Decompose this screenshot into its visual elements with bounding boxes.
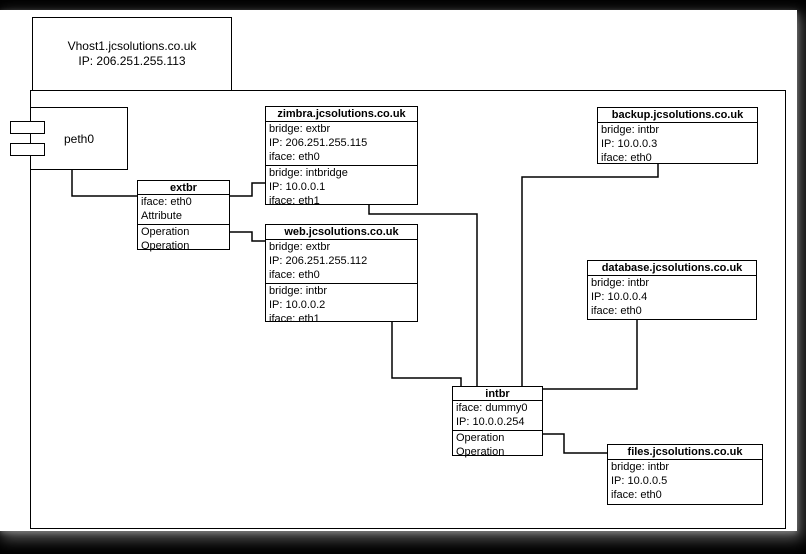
host-label-box: Vhost1.jcsolutions.co.uk IP: 206.251.255… bbox=[32, 17, 232, 91]
extbr-title: extbr bbox=[138, 181, 229, 195]
component-port-icon bbox=[10, 121, 45, 134]
database-title: database.jcsolutions.co.uk bbox=[588, 261, 756, 276]
node-backup: backup.jcsolutions.co.uk bridge: intbr I… bbox=[597, 107, 758, 164]
database-iface: iface: eth0 bbox=[591, 305, 642, 317]
intbr-operation: Operation bbox=[456, 446, 505, 458]
database-bridge: bridge: intbr bbox=[591, 277, 650, 289]
files-iface: iface: eth0 bbox=[611, 489, 662, 501]
intbr-operation: Operation bbox=[456, 432, 505, 444]
node-files: files.jcsolutions.co.uk bridge: intbr IP… bbox=[607, 444, 763, 505]
node-extbr: extbr iface: eth0 Attribute Operation Op… bbox=[137, 180, 230, 252]
node-web: web.jcsolutions.co.uk bridge: extbr IP: … bbox=[265, 224, 418, 325]
zimbra-nic2-bridge: bridge: intbridge bbox=[269, 167, 348, 179]
intbr-title: intbr bbox=[453, 387, 542, 401]
web-nic2-bridge: bridge: intbr bbox=[269, 285, 328, 297]
files-bridge: bridge: intbr bbox=[611, 461, 670, 473]
host-ip: IP: 206.251.255.113 bbox=[78, 54, 186, 68]
intbr-attribute: iface: dummy0 bbox=[456, 402, 528, 414]
files-ip: IP: 10.0.0.5 bbox=[611, 475, 668, 487]
extbr-operation: Operation bbox=[141, 240, 190, 252]
web-nic1-bridge: bridge: extbr bbox=[269, 241, 331, 253]
database-ip: IP: 10.0.0.4 bbox=[591, 291, 648, 303]
intbr-attribute: IP: 10.0.0.254 bbox=[456, 416, 525, 428]
zimbra-nic1-iface: iface: eth0 bbox=[269, 151, 320, 163]
zimbra-nic1-bridge: bridge: extbr bbox=[269, 123, 331, 135]
zimbra-nic1-ip: IP: 206.251.255.115 bbox=[269, 137, 368, 149]
zimbra-nic2-iface: iface: eth1 bbox=[269, 195, 320, 207]
web-title: web.jcsolutions.co.uk bbox=[266, 225, 417, 240]
files-title: files.jcsolutions.co.uk bbox=[608, 445, 762, 460]
extbr-attribute: Attribute bbox=[141, 210, 182, 222]
component-port-icon bbox=[10, 143, 45, 156]
diagram-canvas: Vhost1.jcsolutions.co.uk IP: 206.251.255… bbox=[0, 10, 797, 531]
backup-title: backup.jcsolutions.co.uk bbox=[598, 108, 757, 123]
zimbra-nic2-ip: IP: 10.0.0.1 bbox=[269, 181, 326, 193]
extbr-operation: Operation bbox=[141, 226, 190, 238]
node-intbr: intbr iface: dummy0 IP: 10.0.0.254 Opera… bbox=[452, 386, 543, 458]
backup-bridge: bridge: intbr bbox=[601, 124, 660, 136]
backup-iface: iface: eth0 bbox=[601, 152, 652, 164]
extbr-attribute: iface: eth0 bbox=[141, 196, 192, 208]
node-database: database.jcsolutions.co.uk bridge: intbr… bbox=[587, 260, 757, 320]
web-nic1-iface: iface: eth0 bbox=[269, 269, 320, 281]
node-peth0: peth0 bbox=[30, 107, 128, 170]
node-zimbra: zimbra.jcsolutions.co.uk bridge: extbr I… bbox=[265, 106, 418, 207]
web-nic2-iface: iface: eth1 bbox=[269, 313, 320, 325]
backup-ip: IP: 10.0.0.3 bbox=[601, 138, 658, 150]
host-title: Vhost1.jcsolutions.co.uk bbox=[67, 39, 197, 53]
zimbra-title: zimbra.jcsolutions.co.uk bbox=[266, 107, 417, 122]
web-nic2-ip: IP: 10.0.0.2 bbox=[269, 299, 326, 311]
web-nic1-ip: IP: 206.251.255.112 bbox=[269, 255, 368, 267]
peth0-label: peth0 bbox=[63, 131, 95, 146]
